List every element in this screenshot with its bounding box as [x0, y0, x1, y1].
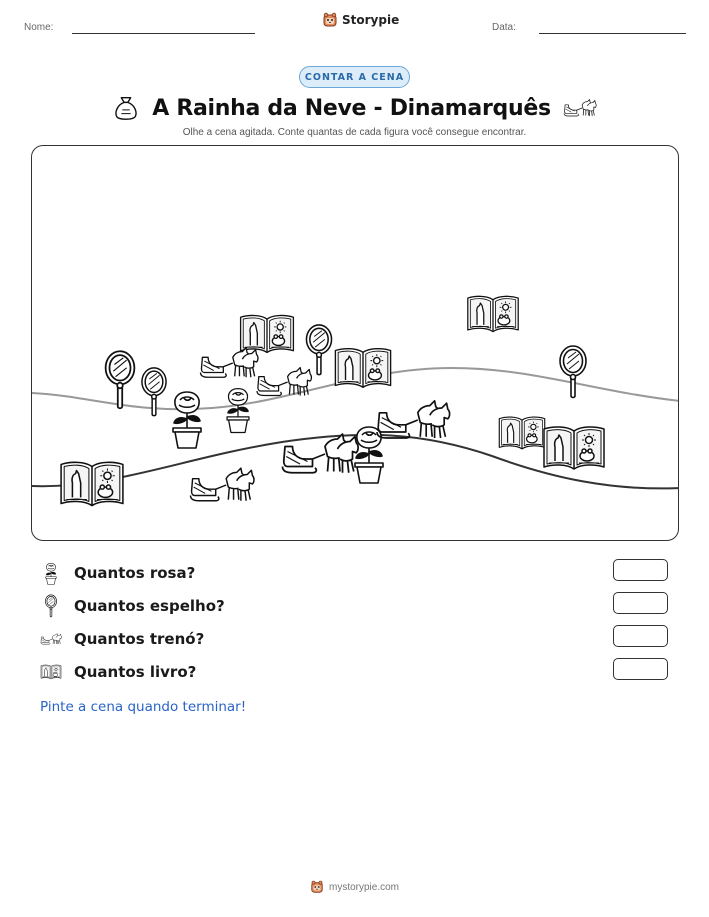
name-label: Nome:: [24, 22, 54, 33]
rose-icon: [226, 387, 250, 434]
brand-logo: Storypie: [322, 12, 399, 28]
question-text: Quantos trenó?: [74, 630, 205, 648]
question-text: Quantos rosa?: [74, 564, 196, 582]
name-line[interactable]: [72, 33, 255, 34]
sleigh-icon: [40, 628, 62, 650]
answer-box-rose[interactable]: [613, 559, 668, 581]
answer-box-mirror[interactable]: [613, 592, 668, 614]
book-icon: [543, 426, 605, 470]
activity-badge: CONTAR A CENA: [299, 66, 410, 88]
footer: mystorypie.com: [0, 880, 709, 894]
book-icon: [60, 461, 124, 507]
book-icon: [334, 347, 392, 389]
answer-box-book[interactable]: [613, 658, 668, 680]
mirror-icon: [305, 324, 333, 376]
date-label: Data:: [492, 22, 516, 33]
question-text: Quantos espelho?: [74, 597, 225, 615]
question-book: Quantos livro?: [40, 660, 196, 684]
book-icon: [239, 314, 295, 354]
answer-box-sleigh[interactable]: [613, 625, 668, 647]
mirror-icon: [559, 345, 587, 399]
mirror-icon: [40, 595, 62, 617]
question-text: Quantos livro?: [74, 663, 197, 681]
sleigh-icon: [563, 96, 597, 120]
book-icon: [498, 416, 546, 450]
sack-icon: [112, 94, 140, 122]
storypie-mascot-icon: [310, 880, 324, 894]
book-icon: [40, 661, 62, 683]
footer-site[interactable]: mystorypie.com: [328, 881, 399, 893]
rose-icon: [172, 391, 202, 449]
rose-icon: [40, 562, 62, 584]
counting-scene[interactable]: [31, 145, 679, 541]
question-mirror: Quantos espelho?: [40, 594, 225, 618]
instructions: Olhe a cena agitada. Conte quantas de ca…: [182, 127, 527, 138]
storypie-mascot-icon: [322, 12, 338, 28]
page-title: A Rainha da Neve - Dinamarquês: [152, 95, 551, 121]
book-icon: [467, 295, 519, 333]
question-sleigh: Quantos trenó?: [40, 627, 204, 651]
scene-drawing: [32, 295, 678, 507]
mirror-icon: [104, 350, 136, 410]
brand-name: Storypie: [342, 13, 400, 27]
sleigh-icon: [199, 347, 259, 378]
color-instruction: Pinte a cena quando terminar!: [40, 699, 247, 715]
date-line[interactable]: [539, 33, 686, 34]
sleigh-icon: [376, 399, 451, 439]
sleigh-icon: [189, 467, 255, 502]
question-rose: Quantos rosa?: [40, 561, 195, 585]
title-row: A Rainha da Neve - Dinamarquês: [0, 90, 709, 126]
